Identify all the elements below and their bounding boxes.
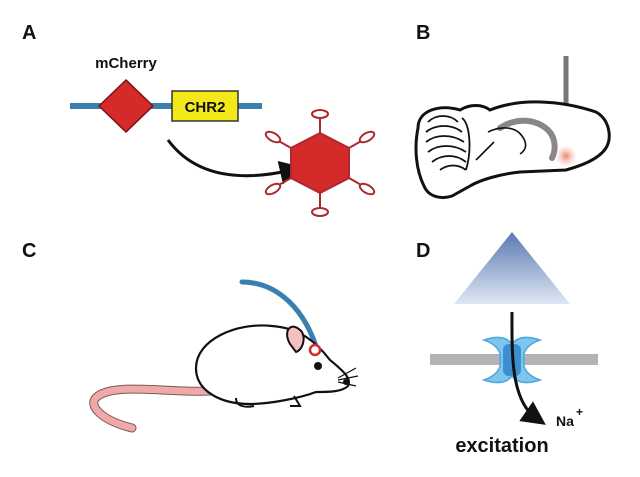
ion-label: Na [556,413,574,429]
mcherry-label: mCherry [95,55,157,72]
head-implant [308,343,322,357]
panel-label-d: D [416,240,431,262]
virus-particle [264,109,376,217]
panel-d-channel: Na + excitation [430,232,598,457]
panel-label-c: C [22,240,37,262]
fiber-cable [239,279,319,349]
mcherry-diamond [97,78,155,134]
chr2-channel [481,336,543,384]
light-spot [556,146,576,166]
mouse-front-leg [290,395,302,407]
cerebellum [425,115,471,171]
packaging-arrow [166,139,304,185]
mouse-eye [314,362,322,370]
mouse-ear [286,325,305,354]
panel-a-construct: CHR2 mCherry [70,55,376,217]
brain-outline [414,100,611,200]
panel-c-mouse [89,279,359,433]
mouse-body [194,324,350,406]
mouse-hind-leg [235,397,255,408]
chr2-box [171,90,239,122]
panel-b-brain [414,56,611,200]
excitation-label: excitation [455,435,548,457]
ion-flow-arrow [510,311,546,425]
neuron-triangle [454,232,570,304]
panel-label-a: A [22,22,37,44]
ion-charge: + [576,405,583,419]
mouse-whiskers [337,367,359,387]
chr2-label: CHR2 [185,99,226,116]
hippocampus [497,117,558,161]
panel-label-b: B [416,22,431,44]
